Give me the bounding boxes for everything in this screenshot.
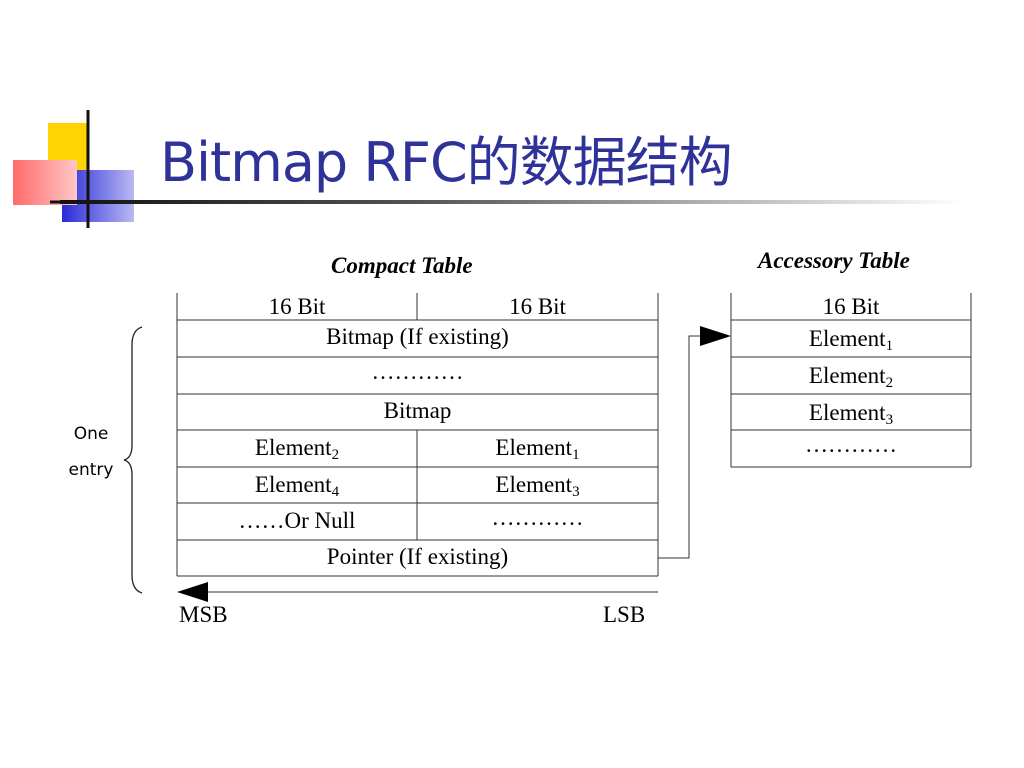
brace-label-line2: entry	[68, 460, 114, 480]
accessory-header: 16 Bit	[822, 294, 880, 319]
title-underline	[60, 200, 965, 204]
accessory-cell-ellipsis: …………	[805, 432, 897, 457]
compact-cell-element-2: Element2	[254, 435, 340, 463]
slide-title: Bitmap RFC的数据结构	[160, 131, 733, 194]
compact-table-caption: Compact Table	[331, 253, 473, 278]
accessory-cell-element-3: Element3	[808, 400, 894, 428]
compact-cell-or-null: ……Or Null	[238, 508, 356, 533]
compact-header-right: 16 Bit	[509, 294, 566, 319]
compact-row-bitmap-if-existing: Bitmap (If existing)	[326, 324, 509, 349]
accessory-table-caption: Accessory Table	[758, 248, 910, 273]
accessory-cell-element-2: Element2	[808, 363, 894, 391]
compact-cell-element-3: Element3	[495, 472, 580, 500]
lsb-label: LSB	[603, 602, 646, 627]
compact-cell-element-4: Element4	[254, 472, 340, 500]
pointer-arrowhead	[700, 326, 731, 346]
accessory-cell-element-1: Element1	[808, 326, 894, 354]
compact-row-pointer: Pointer (If existing)	[326, 544, 509, 569]
brace-label-line1: One	[73, 424, 109, 444]
compact-header-left: 16 Bit	[268, 294, 326, 319]
logo-red-block	[13, 160, 77, 205]
compact-row-ellipsis: …………	[371, 359, 464, 384]
msb-label: MSB	[179, 602, 228, 627]
msb-arrowhead	[177, 582, 208, 602]
compact-row-bitmap: Bitmap	[383, 398, 452, 423]
compact-cell-ellipsis: …………	[491, 505, 584, 530]
compact-cell-element-1: Element1	[495, 435, 580, 463]
